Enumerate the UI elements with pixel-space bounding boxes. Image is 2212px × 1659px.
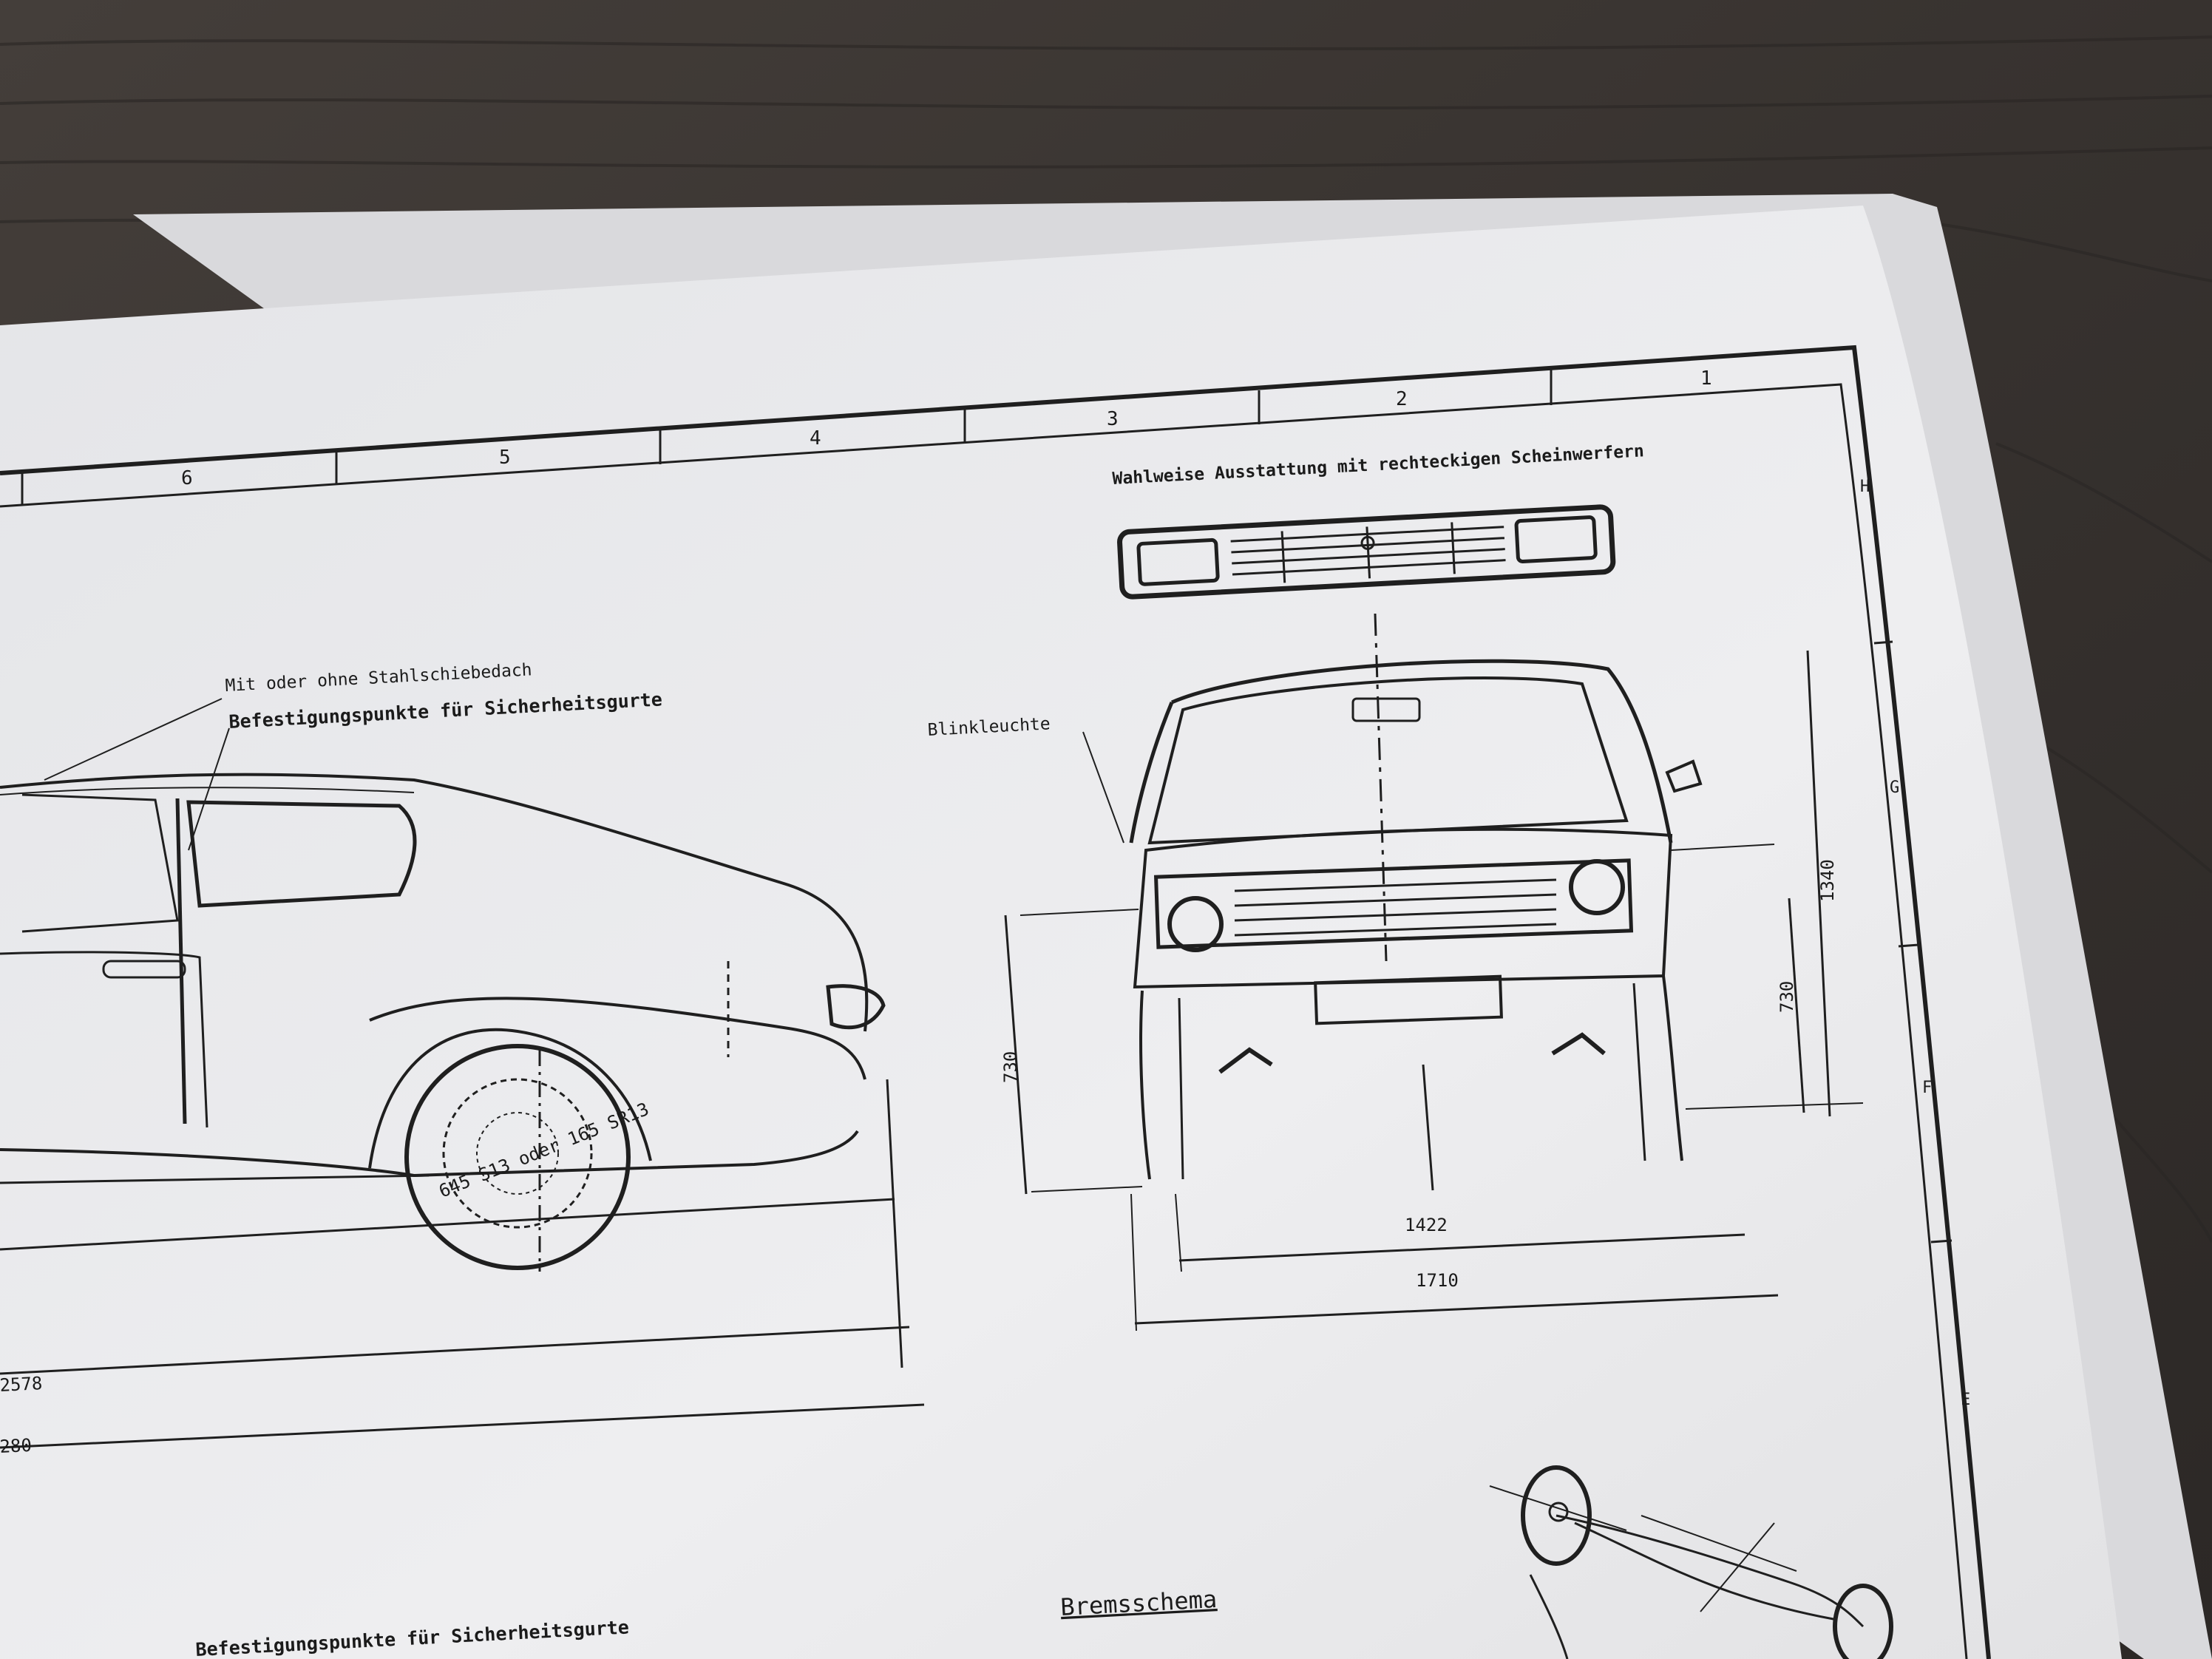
dim-track: 1422 — [1405, 1215, 1448, 1235]
dim-front-height-left: 730 — [1000, 1051, 1021, 1083]
grid-col-5: 5 — [499, 447, 511, 469]
paper-sheet — [0, 206, 2122, 1659]
grid-row-G: G — [1890, 778, 1899, 797]
dim-width: 1710 — [1416, 1270, 1459, 1291]
dim-height: 1340 — [1817, 859, 1838, 902]
grid-col-4: 4 — [810, 427, 821, 449]
rectangular-grille — [1117, 504, 1616, 600]
side-view-car — [0, 698, 925, 1449]
grid-col-1: 1 — [1700, 367, 1712, 390]
dim-wheelbase: 2578 — [0, 1373, 43, 1396]
grid-col-2: 2 — [1396, 388, 1408, 410]
front-view-car — [1004, 613, 1864, 1331]
drawing-frame — [0, 345, 1991, 1659]
grid-row-H: H — [1860, 478, 1870, 496]
wood-grain — [0, 35, 2212, 1243]
grid-row-F: F — [1922, 1079, 1932, 1097]
brake-diagram-sketch — [1489, 1465, 1893, 1659]
dim-length: 280 — [0, 1435, 33, 1457]
grid-col-6: 6 — [181, 467, 193, 489]
dim-front-height-right: 730 — [1777, 981, 1797, 1013]
grid-col-3: 3 — [1107, 408, 1119, 430]
grid-row-E: E — [1961, 1391, 1970, 1409]
